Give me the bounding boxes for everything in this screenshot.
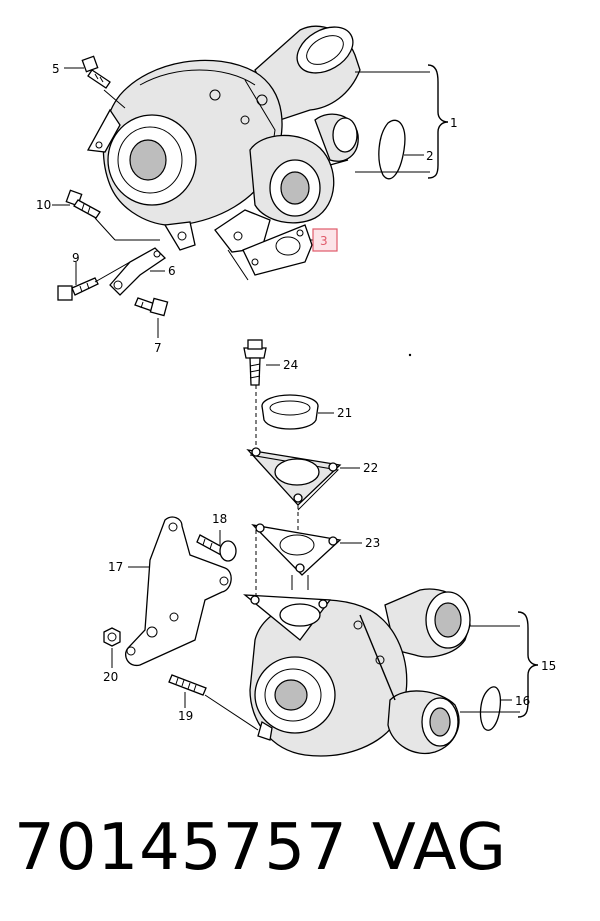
gasket-2 [378,119,406,180]
stud-19 [168,674,207,696]
callout-5: 5 [52,62,60,76]
callout-1: 1 [450,116,458,130]
callout-17: 17 [108,560,123,574]
gasket-3 [242,224,313,276]
stray-dot [408,353,412,357]
callout-22: 22 [363,461,378,475]
callout-3: 3 [320,234,328,248]
leader-lines-upper [52,64,449,338]
callout-3-highlight [312,228,338,252]
callout-2: 2 [426,149,434,163]
gasket-16 [479,686,502,731]
callout-9: 9 [72,251,80,265]
leader-lines-lower [111,364,539,731]
callout-10: 10 [36,198,51,212]
turbocharger-upper-assembly [86,25,361,253]
bolt-10 [65,189,101,219]
callout-18: 18 [212,512,227,526]
gasket-22 [246,447,342,511]
brand-label: VAG [372,811,507,885]
callout-23: 23 [365,536,380,550]
bolt-9 [57,277,99,301]
callout-15: 15 [541,659,556,673]
callout-labels: 5 10 9 6 7 3 2 1 24 21 22 18 23 17 20 19… [36,62,556,723]
bolt-18 [196,534,237,562]
turbocharger-exploded-diagram: 5 10 9 6 7 3 2 1 24 21 22 18 23 17 20 19… [36,25,556,757]
bolt-7 [134,297,169,317]
bracket-17 [125,516,232,667]
part-number: 70145757 [14,811,348,885]
callout-16: 16 [515,694,530,708]
callout-6: 6 [168,264,176,278]
ring-21 [261,394,319,430]
bolt-5 [81,55,111,89]
callout-7: 7 [154,341,162,355]
callout-19: 19 [178,709,193,723]
nut-20 [103,627,121,647]
callout-20: 20 [103,670,118,684]
callout-24: 24 [283,358,298,372]
gasket-23 [251,523,342,590]
callout-21: 21 [337,406,352,420]
turbocharger-lower-assembly [243,588,471,757]
bolt-24 [243,339,267,386]
